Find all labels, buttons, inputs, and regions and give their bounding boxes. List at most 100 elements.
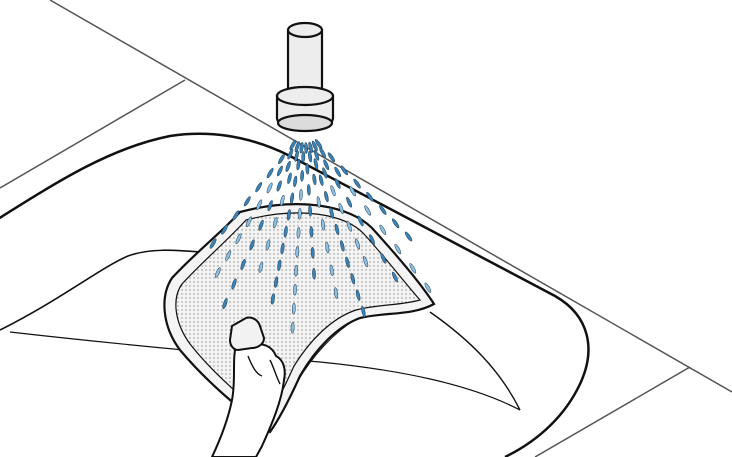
water-droplet [322, 167, 328, 179]
water-droplet [209, 238, 217, 249]
water-droplet [318, 174, 324, 186]
water-droplet [294, 265, 298, 277]
water-droplet [312, 268, 316, 280]
water-droplet [289, 139, 297, 150]
water-droplet [355, 289, 361, 301]
water-droplet [330, 185, 336, 197]
faucet-icon [275, 21, 335, 133]
water-droplet [280, 242, 285, 255]
water-droplet [293, 284, 297, 296]
water-droplet [338, 202, 344, 214]
water-droplet [320, 219, 326, 231]
water-droplet [285, 160, 291, 172]
water-droplet [366, 191, 374, 202]
water-droplet [258, 219, 264, 231]
water-droplet [276, 180, 282, 192]
water-droplet [295, 246, 300, 258]
water-droplet [270, 293, 275, 305]
water-droplet [314, 149, 320, 161]
filter-inner-frame [175, 212, 422, 419]
water-droplet [380, 252, 387, 264]
water-droplet [243, 196, 251, 207]
water-droplet [290, 321, 295, 334]
water-droplet [424, 282, 432, 293]
water-droplet [287, 148, 294, 160]
water-droplet [345, 256, 350, 268]
water-droplet [256, 199, 263, 211]
water-droplet [276, 165, 283, 177]
water-droplet [222, 298, 228, 310]
water-droplet [289, 192, 295, 204]
water-droplet [297, 208, 302, 220]
water-droplet [277, 259, 282, 271]
water-droplet [361, 305, 366, 318]
water-droplet [304, 142, 308, 154]
mesh-filter-icon [163, 203, 436, 434]
water-droplet [313, 158, 319, 170]
water-droplet [327, 152, 336, 163]
water-droplet [324, 190, 329, 203]
water-droplet [363, 256, 369, 268]
water-droplet [329, 207, 334, 219]
water-droplet [309, 226, 314, 238]
water-droplet [310, 247, 315, 259]
water-droplet [357, 215, 364, 227]
water-droplet [305, 163, 310, 175]
water-droplet [296, 158, 301, 171]
water-droplet [299, 189, 303, 201]
water-droplet [232, 210, 240, 221]
water-droplet [301, 151, 306, 163]
water-droplet [404, 231, 413, 242]
sink-inner-wall [0, 249, 201, 331]
water-droplet [225, 250, 232, 261]
water-droplet [334, 166, 342, 177]
water-droplet [258, 261, 264, 273]
water-droplet [308, 141, 313, 154]
water-droplet [272, 217, 278, 229]
water-droplet [278, 153, 285, 165]
water-droplet [364, 205, 372, 216]
water-droplet [249, 239, 255, 251]
water-droplet [323, 159, 330, 171]
water-droplet [235, 233, 242, 245]
water-droplet [294, 141, 300, 153]
water-droplet [293, 175, 298, 188]
water-droplet [266, 168, 274, 179]
water-droplet [291, 303, 296, 315]
water-droplet [340, 240, 345, 252]
counter-front-edge [534, 366, 691, 457]
water-droplet [353, 178, 361, 189]
water-droplet [240, 258, 246, 270]
filter-rib [295, 317, 359, 385]
water-droplet [333, 287, 339, 299]
water-droplet [379, 224, 387, 235]
water-droplet [255, 182, 263, 193]
water-droplet [308, 205, 312, 217]
water-droplet [245, 216, 252, 228]
counter-left-edge [0, 79, 186, 189]
water-droplet [280, 194, 285, 207]
water-droplet [340, 165, 348, 176]
sponge-icon [228, 316, 266, 352]
water-droplet [325, 241, 330, 254]
water-droplet [394, 244, 402, 255]
water-droplet [267, 200, 273, 212]
water-droplet [391, 218, 400, 229]
water-droplet [214, 267, 221, 278]
water-droplet [391, 271, 398, 283]
water-droplet [369, 234, 375, 245]
water-droplet [287, 172, 292, 184]
water-droplet [299, 142, 304, 154]
water-droplet [266, 182, 273, 194]
sink-rim [0, 132, 590, 457]
water-droplet [283, 226, 288, 238]
water-droplet [354, 238, 361, 250]
water-droplet [350, 273, 356, 285]
water-droplet [300, 170, 304, 182]
water-droplet [294, 150, 299, 162]
sink-inner-right [429, 311, 521, 411]
water-droplet [306, 184, 311, 196]
water-droplet [409, 263, 417, 274]
